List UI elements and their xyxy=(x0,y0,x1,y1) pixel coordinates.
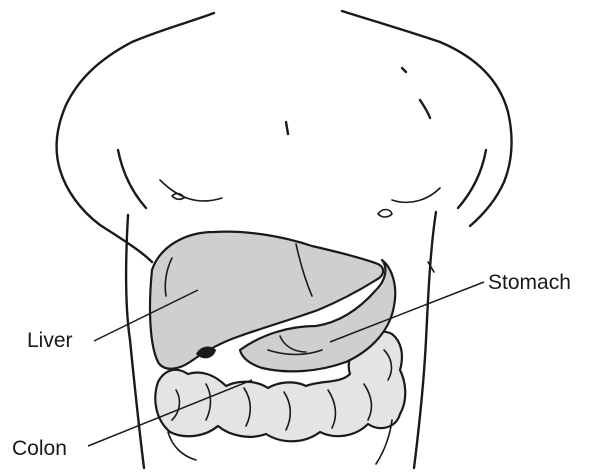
label-colon: Colon xyxy=(12,438,67,459)
label-stomach: Stomach xyxy=(488,272,571,293)
label-liver: Liver xyxy=(27,330,73,351)
